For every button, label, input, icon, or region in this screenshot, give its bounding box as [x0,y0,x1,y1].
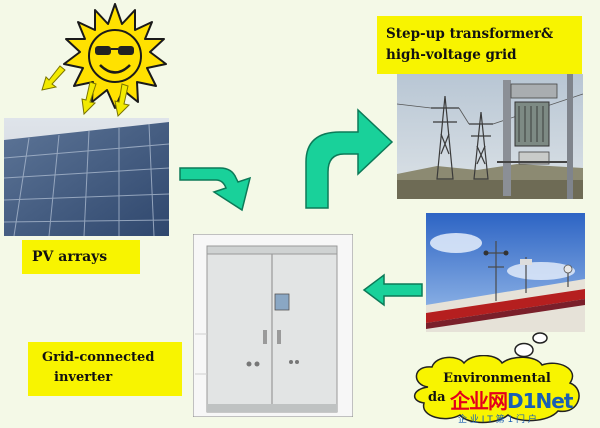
inverter-photo [193,234,353,417]
pv-arrays-text: PV arrays [32,249,108,265]
pv-arrays-label: PV arrays [22,240,140,274]
inverter-label: Grid-connected inverter [28,342,182,396]
transformer-label: Step-up transformer& high-voltage grid [377,16,582,74]
watermark-brand-latin: D1Net [507,389,573,413]
flow-arrow-icon [305,108,394,209]
sunray-arrow-icon [41,65,131,118]
watermark-brand: 企业网 [450,389,508,413]
weather-station-photo [426,213,585,332]
environmental-label-line2: da [428,390,446,405]
pv-arrays-photo [4,118,169,236]
environmental-data-label: Environmental da [422,369,572,407]
transformer-label-line2: high-voltage grid [386,47,517,63]
environmental-label-line1: Environmental [443,371,551,386]
transformer-label-line1: Step-up transformer& [386,26,554,42]
inverter-label-line2: inverter [54,370,113,385]
thought-cloud-icon [414,355,580,424]
flow-arrow-icon [179,167,252,212]
flow-arrow-icon [362,273,423,307]
thought-cloud-icon [514,332,548,358]
transformer-photo [397,74,583,199]
watermark-tagline: 企 业 I T 第 1 门 户 [458,415,537,425]
inverter-label-line1: Grid-connected [42,350,155,365]
watermark-logo: 企业网D1Net [450,385,573,414]
